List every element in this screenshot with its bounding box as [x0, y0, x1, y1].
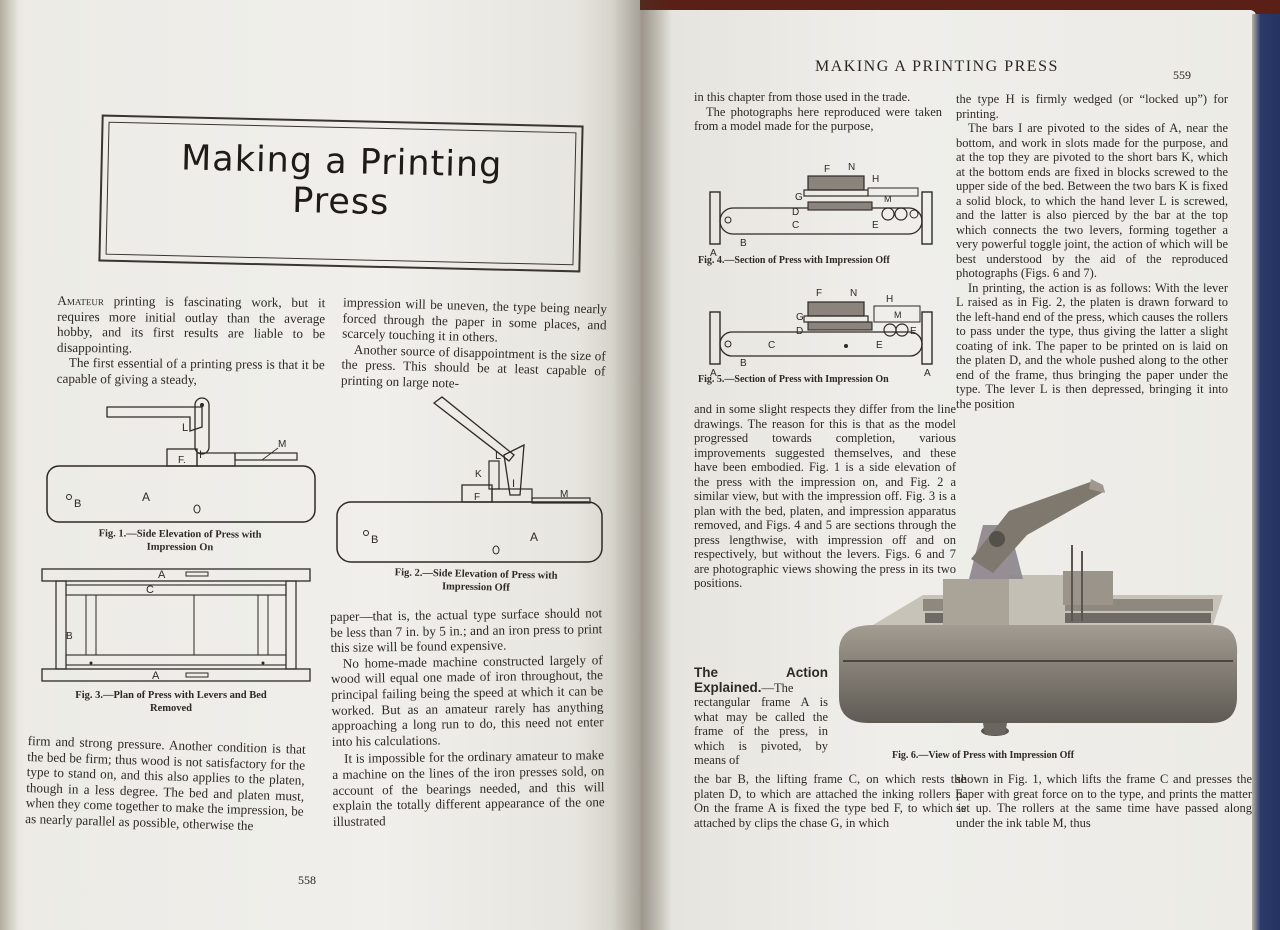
- book-cover-edge: [1252, 14, 1280, 930]
- figure-6-caption: Fig. 6.—View of Press with Impression Of…: [892, 750, 1075, 761]
- svg-text:N: N: [848, 162, 855, 173]
- left-col2-bottom: paper—that is, the actual type surface s…: [330, 605, 605, 829]
- svg-text:A: A: [530, 530, 538, 544]
- paragraph: In printing, the action is as follows: W…: [956, 280, 1228, 411]
- figure-3-drawing: A C B A: [41, 568, 311, 682]
- svg-text:C: C: [792, 220, 799, 231]
- svg-text:C: C: [768, 340, 775, 351]
- svg-text:C: C: [146, 584, 154, 596]
- figure-5-drawing: F N H G D M C E E B A A: [709, 288, 933, 379]
- page-number-right: 559: [1173, 68, 1191, 82]
- left-col2-top: impression will be uneven, the type bein…: [341, 295, 607, 395]
- page-stack-edge: [0, 0, 18, 930]
- chapter-title-box: Making a Printing Press: [98, 114, 584, 273]
- svg-text:B: B: [74, 498, 81, 510]
- figure-3-plan: A C B A: [36, 563, 314, 687]
- svg-text:N: N: [850, 288, 857, 299]
- figure-5-section-on: F N H G D M C E E B A A: [704, 282, 942, 380]
- page-number-left: 558: [298, 873, 316, 887]
- svg-text:F: F: [816, 288, 822, 299]
- paragraph: in this chapter from those used in the t…: [694, 90, 911, 104]
- chapter-title: Making a Printing Press: [101, 137, 581, 228]
- right-col1-action: The Action Explained.—The rectangular fr…: [694, 665, 828, 768]
- svg-text:L: L: [495, 450, 501, 462]
- svg-text:E: E: [876, 340, 883, 351]
- svg-text:M: M: [894, 310, 902, 320]
- svg-text:L: L: [182, 422, 188, 434]
- svg-text:E: E: [872, 220, 879, 231]
- paragraph: It is impossible for the ordinary amateu…: [332, 747, 605, 829]
- svg-text:I: I: [512, 478, 515, 490]
- svg-text:M: M: [884, 194, 892, 204]
- running-head: MAKING A PRINTING PRESS: [815, 58, 1059, 75]
- svg-text:G: G: [795, 192, 803, 203]
- figure-4-caption: Fig. 4.—Section of Press with Impression…: [698, 255, 890, 266]
- svg-text:A: A: [924, 368, 931, 379]
- paragraph: firm and strong pressure. Another condit…: [25, 733, 306, 834]
- svg-text:A: A: [142, 490, 150, 504]
- left-col1-top: Amateur printing is fascinating work, bu…: [57, 293, 326, 389]
- svg-text:E: E: [910, 326, 917, 337]
- right-col1-top: in this chapter from those used in the t…: [694, 90, 942, 134]
- svg-text:D: D: [792, 207, 799, 218]
- left-page: Making a Printing Press Amateur printing…: [0, 0, 640, 930]
- svg-text:A: A: [710, 248, 717, 259]
- section-heading: The Action Explained.: [694, 665, 828, 695]
- caption-line: Fig. 3.—Plan of Press with Levers and Be…: [75, 690, 267, 701]
- paragraph: The Action Explained.—The rectangular fr…: [694, 665, 828, 768]
- svg-text:B: B: [740, 238, 747, 249]
- paragraph: Another source of disappointment is the …: [340, 341, 606, 391]
- figure-4-drawing: F N H G D C E M B A: [709, 162, 933, 259]
- figure-1-side-elevation-on: F. I L M A B: [42, 393, 320, 525]
- svg-text:A: A: [158, 569, 166, 581]
- svg-text:I: I: [199, 449, 202, 461]
- svg-text:M: M: [560, 489, 568, 500]
- paragraph: The photographs here reproduced were tak…: [694, 104, 942, 134]
- figure-4-section-off: F N H G D C E M B A: [704, 160, 942, 260]
- figure-3-caption: Fig. 3.—Plan of Press with Levers and Be…: [40, 690, 302, 715]
- svg-text:H: H: [886, 294, 893, 305]
- press-photo: [838, 479, 1238, 736]
- figure-2-caption: Fig. 2.—Side Elevation of Press with Imp…: [356, 566, 596, 596]
- svg-text:F: F: [474, 492, 480, 503]
- figure-6-photo: [833, 475, 1243, 745]
- right-col1-middle: and in some slight respects they differ …: [694, 402, 956, 591]
- svg-text:G: G: [796, 312, 804, 323]
- svg-text:K: K: [475, 469, 482, 480]
- svg-text:A: A: [152, 670, 160, 682]
- right-col2-bottom: shown in Fig. 1, which lifts the frame C…: [956, 772, 1252, 830]
- figure-1-caption: Fig. 1.—Side Elevation of Press with Imp…: [60, 528, 300, 555]
- svg-text:F.: F.: [178, 455, 186, 466]
- paragraph: the bar B, the lifting frame C, on which…: [694, 772, 966, 830]
- paragraph: impression will be uneven, the type bein…: [342, 294, 608, 345]
- svg-text:H: H: [872, 174, 879, 185]
- right-page: MAKING A PRINTING PRESS 559 in this chap…: [640, 10, 1256, 930]
- paragraph: and in some slight respects they differ …: [694, 402, 956, 590]
- left-col1-bottom: firm and strong pressure. Another condit…: [25, 733, 306, 835]
- right-col1-bottom: the bar B, the lifting frame C, on which…: [694, 772, 966, 830]
- svg-text:M: M: [278, 439, 286, 450]
- paragraph: the type H is firmly wedged (or “locked …: [956, 92, 1228, 121]
- paragraph: The first essential of a printing press …: [56, 355, 325, 388]
- figure-5-caption: Fig. 5.—Section of Press with Impression…: [698, 374, 889, 385]
- paragraph-text: —The rectangular frame A is what may be …: [694, 680, 828, 768]
- figure-2-drawing: L K I F M A B: [336, 396, 603, 563]
- svg-text:D: D: [796, 326, 803, 337]
- caption-line: Removed: [150, 702, 192, 714]
- paragraph: paper—that is, the actual type surface s…: [330, 605, 603, 656]
- paragraph: The bars I are pivoted to the sides of A…: [956, 121, 1228, 280]
- paragraph: No home-made machine constructed largely…: [330, 651, 604, 749]
- caption-line: Impression On: [146, 541, 214, 553]
- paragraph: Amateur printing is fascinating work, bu…: [57, 293, 326, 358]
- paragraph: shown in Fig. 1, which lifts the frame C…: [956, 772, 1252, 830]
- svg-text:F: F: [824, 164, 830, 175]
- svg-text:B: B: [371, 534, 378, 546]
- svg-text:B: B: [66, 631, 73, 642]
- figure-2-side-elevation-off: L K I F M A B: [334, 395, 604, 567]
- lead-word: Amateur: [57, 292, 104, 309]
- right-col2-top: the type H is firmly wedged (or “locked …: [956, 92, 1228, 411]
- figure-1-drawing: F. I L M A B: [46, 397, 316, 523]
- svg-text:B: B: [740, 358, 747, 369]
- svg-text:A: A: [710, 368, 717, 379]
